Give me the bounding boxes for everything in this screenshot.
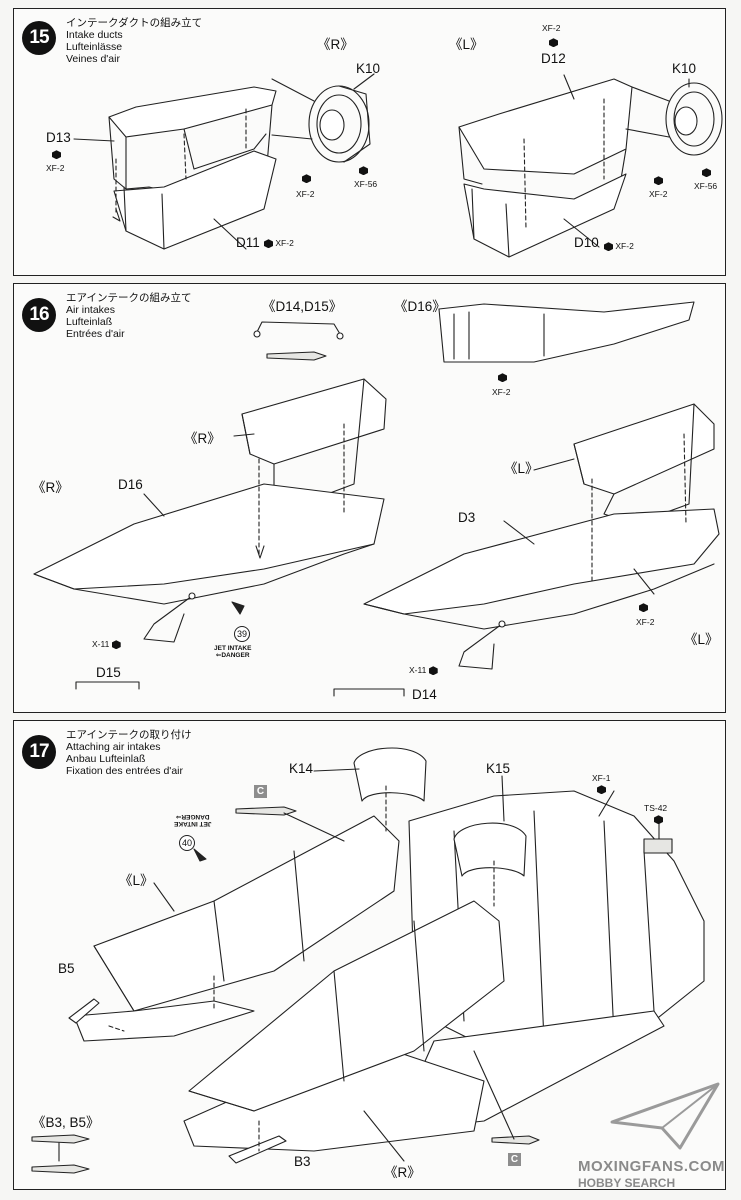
paint-xf2-d11: XF-2	[264, 238, 294, 249]
hex-icon	[264, 239, 273, 249]
paint-xf1-label: XF-1	[592, 773, 611, 783]
part-b5-label: B5	[58, 961, 75, 976]
paint-xf56-k10r	[359, 165, 368, 176]
decal-number-40: 40	[179, 835, 195, 851]
hex-icon	[549, 38, 558, 48]
part-d14-label: D14	[412, 687, 437, 702]
part-d12-label: D12	[541, 51, 566, 66]
view-l-label: 《L》	[119, 873, 154, 888]
hex-icon	[597, 785, 606, 795]
view-r-label: 《R》	[384, 1165, 421, 1180]
paint-xf56-k10l	[702, 167, 711, 178]
title-jp: エアインテークの取り付け	[66, 729, 192, 741]
title-en: Air intakes	[66, 304, 116, 316]
view-right-label: 《R》	[317, 37, 354, 52]
part-k14-label: K14	[289, 761, 314, 776]
hex-icon	[52, 150, 61, 160]
step-17-panel: 17 エアインテークの取り付け Attaching air intakes An…	[13, 720, 726, 1190]
view-d16-label: 《D16》	[394, 299, 446, 314]
watermark-line2: HOBBY SEARCH	[578, 1176, 676, 1190]
paint-x11-d15: X-11	[92, 639, 121, 650]
view-d14d15-label: 《D14,D15》	[262, 299, 343, 314]
paint-xf2-k10l-label: XF-2	[649, 189, 668, 199]
paint-xf2-k10l	[654, 175, 663, 186]
view-l-upper-label: 《L》	[504, 461, 539, 476]
title-en: Intake ducts	[66, 29, 123, 41]
title-de: Lufteinlaß	[66, 316, 113, 328]
paint-xf2-d16-label: XF-2	[492, 387, 511, 397]
part-b3-label: B3	[294, 1154, 311, 1169]
view-l-label: 《L》	[684, 632, 719, 647]
paint-ts42-label: TS-42	[644, 803, 668, 813]
hex-icon	[654, 176, 663, 186]
hex-icon	[498, 373, 507, 383]
watermark-line1: MOXINGFANS.COM	[578, 1158, 726, 1175]
jet-intake-warning-mirrored: JET INTAKE DANGER⇒	[174, 813, 212, 827]
step-title: エアインテークの組み立て Air intakes Lufteinlaß Entr…	[66, 292, 191, 340]
paint-xf2-d13-label: XF-2	[46, 163, 65, 173]
paint-x11-d14: X-11	[409, 665, 438, 676]
step-16-panel: 16 エアインテークの組み立て Air intakes Lufteinlaß E…	[13, 283, 726, 713]
part-k10-left-label: K10	[672, 61, 697, 76]
part-d3-label: D3	[458, 510, 476, 525]
part-d10-label: D10	[574, 235, 599, 250]
hex-icon	[111, 640, 121, 650]
runner-c-badge-top: C	[254, 785, 267, 798]
hex-icon	[702, 168, 711, 178]
intake-duct-drawing	[73, 73, 723, 258]
view-b3b5-label: 《B3, B5》	[32, 1115, 100, 1130]
title-fr: Entrées d'air	[66, 328, 125, 340]
step-number: 16	[22, 298, 56, 332]
paint-xf2-d10: XF-2	[604, 241, 634, 252]
hex-icon	[639, 603, 648, 613]
paint-xf56-k10l-label: XF-56	[694, 181, 718, 191]
attach-intakes-drawing	[31, 747, 705, 1174]
part-k10-right-label: K10	[356, 61, 381, 76]
title-jp: エアインテークの組み立て	[66, 292, 192, 304]
part-d13-label: D13	[46, 130, 71, 145]
part-k15-label: K15	[486, 761, 511, 776]
paint-xf2-d12-label: XF-2	[542, 23, 561, 33]
paint-xf2-d12	[549, 37, 558, 48]
view-r-label: 《R》	[32, 480, 69, 495]
part-d15-label: D15	[96, 665, 121, 680]
title-fr: Fixation des entrées d'air	[66, 765, 183, 777]
paint-xf2-d3	[639, 602, 648, 613]
paper-plane-icon	[610, 1082, 720, 1150]
paint-xf2-k10r	[302, 173, 311, 184]
jet-intake-warning: JET INTAKE ⇐DANGER	[214, 645, 252, 659]
decal-number-39: 39	[234, 626, 250, 642]
step-number: 17	[22, 735, 56, 769]
paint-xf2-k10r-label: XF-2	[296, 189, 315, 199]
paint-xf1	[597, 784, 606, 795]
runner-c-badge-bottom: C	[508, 1153, 521, 1166]
paint-xf56-k10r-label: XF-56	[354, 179, 378, 189]
paint-ts42	[654, 814, 663, 825]
view-r-upper-label: 《R》	[184, 431, 221, 446]
title-de: Anbau Lufteinlaß	[66, 753, 146, 765]
view-left-label: 《L》	[449, 37, 484, 52]
hex-icon	[604, 242, 613, 252]
paint-xf2-d16	[498, 372, 507, 383]
title-de: Lufteinlässe	[66, 41, 123, 53]
step-15-panel: 15 インテークダクトの組み立て Intake ducts Lufteinläs…	[13, 8, 726, 276]
part-d11-label: D11	[236, 235, 260, 250]
hex-icon	[302, 174, 311, 184]
title-en: Attaching air intakes	[66, 741, 161, 753]
hex-icon	[428, 666, 438, 676]
hex-icon	[654, 815, 663, 825]
title-jp: インテークダクトの組み立て	[66, 17, 203, 29]
paint-xf2-d3-label: XF-2	[636, 617, 655, 627]
paint-xf2-d13	[52, 149, 61, 160]
watermark: MOXINGFANS.COM HOBBY SEARCH	[578, 1158, 725, 1190]
step-title: エアインテークの取り付け Attaching air intakes Anbau…	[66, 729, 191, 777]
part-d16-label: D16	[118, 477, 143, 492]
hex-icon	[359, 166, 368, 176]
step-number: 15	[22, 21, 56, 55]
title-fr: Veines d'air	[66, 53, 120, 65]
step-title: インテークダクトの組み立て Intake ducts Lufteinlässe …	[66, 17, 202, 65]
air-intake-drawing	[33, 301, 720, 697]
